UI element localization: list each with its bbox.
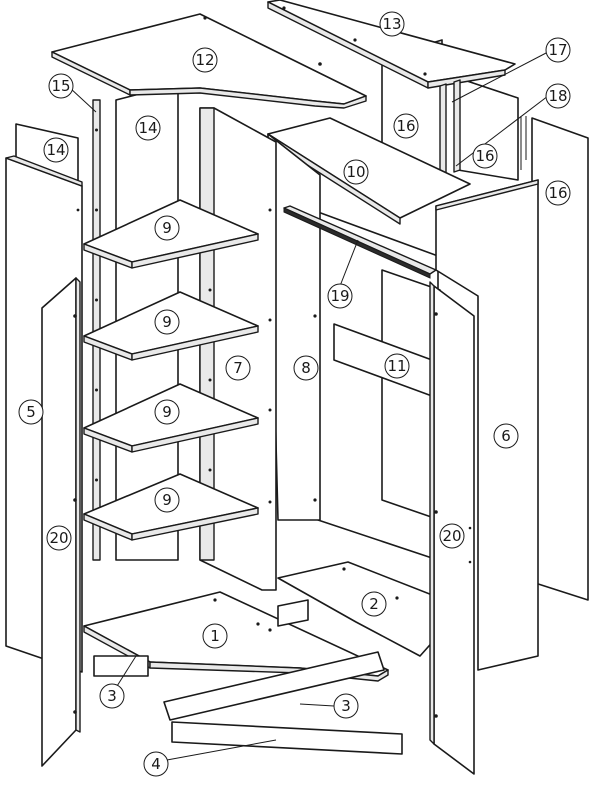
callout-19: 19 [327,283,353,309]
callout-16-mid: 16 [472,143,498,169]
callout-16-back: 16 [393,113,419,139]
callout-16-side: 16 [545,180,571,206]
callout-4: 4 [143,751,169,777]
svg-text:3: 3 [341,697,351,715]
part-20-left-door [41,277,81,767]
svg-text:16: 16 [396,117,415,135]
callout-14-right: 14 [135,115,161,141]
callout-7: 7 [225,355,251,381]
svg-text:14: 14 [46,141,65,159]
callout-1: 1 [202,623,228,649]
svg-text:18: 18 [548,87,567,105]
callout-10: 10 [343,159,369,185]
part-3-plinth-rail-left [93,599,309,677]
svg-text:15: 15 [51,77,70,95]
svg-text:17: 17 [548,41,567,59]
svg-text:11: 11 [387,357,406,375]
callout-15: 15 [48,73,74,99]
callout-12: 12 [192,47,218,73]
svg-text:20: 20 [49,529,68,547]
callout-17: 17 [545,37,571,63]
part-13-top-rail [267,0,516,89]
svg-text:2: 2 [369,595,379,613]
svg-text:19: 19 [330,287,349,305]
callout-11: 11 [384,353,410,379]
callout-6: 6 [493,423,519,449]
callout-9-bottom: 9 [154,487,180,513]
svg-text:8: 8 [301,359,311,377]
callout-3-right: 3 [333,693,359,719]
svg-text:9: 9 [162,403,172,421]
svg-text:9: 9 [162,491,172,509]
svg-text:13: 13 [382,15,401,33]
callout-5: 5 [18,399,44,425]
svg-text:7: 7 [233,359,243,377]
callout-9-second: 9 [154,309,180,335]
callout-3-left: 3 [99,683,125,709]
callout-2: 2 [361,591,387,617]
callout-13: 13 [379,11,405,37]
callout-14-left: 14 [43,137,69,163]
svg-text:12: 12 [195,51,214,69]
callout-20-right: 20 [439,523,465,549]
callout-18: 18 [545,83,571,109]
part-4-plinth-front [171,721,403,755]
callout-8: 8 [293,355,319,381]
callout-9-third: 9 [154,399,180,425]
svg-text:6: 6 [501,427,511,445]
svg-text:1: 1 [210,627,220,645]
svg-text:10: 10 [346,163,365,181]
svg-text:20: 20 [442,527,461,545]
svg-text:3: 3 [107,687,117,705]
part-6-right-side-panel [435,179,539,671]
callout-9-top: 9 [154,215,180,241]
callout-20-left: 20 [46,525,72,551]
part-3-plinth-rail-right [163,651,385,721]
svg-text:4: 4 [151,755,161,773]
svg-text:9: 9 [162,313,172,331]
svg-text:9: 9 [162,219,172,237]
svg-text:16: 16 [548,184,567,202]
svg-text:14: 14 [138,119,157,137]
svg-text:16: 16 [475,147,494,165]
svg-text:5: 5 [26,403,36,421]
leader-lines [69,51,549,763]
